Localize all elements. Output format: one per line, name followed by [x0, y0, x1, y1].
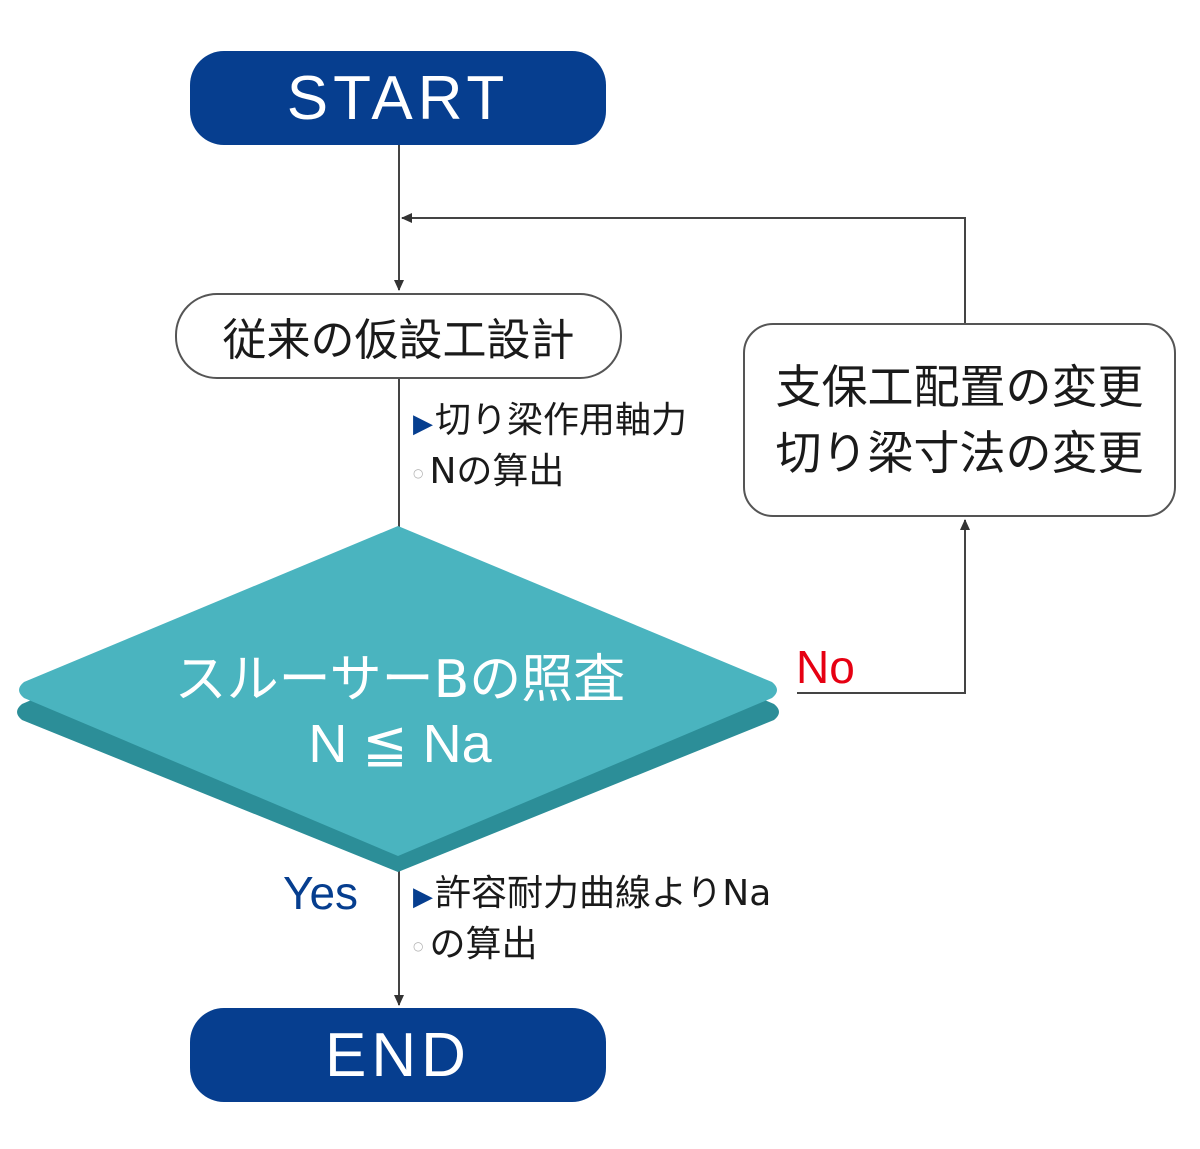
change-layout-box: 支保工配置の変更 切り梁寸法の変更 [743, 323, 1176, 517]
decision-diamond [17, 526, 779, 872]
start-terminal: START [190, 51, 606, 145]
end-terminal: END [190, 1008, 606, 1102]
end-label: END [325, 1020, 471, 1090]
axial-force-note: ▶切り梁作用軸力 ○ Nの算出 [413, 397, 687, 497]
change-line2: 切り梁寸法の変更 [775, 426, 1144, 480]
allowable-capacity-note: ▶許容耐力曲線よりNa ○ の算出 [413, 870, 771, 970]
design-label: 従来の仮設工設計 [222, 315, 575, 366]
allow-note-line1: 許容耐力曲線よりNa [435, 873, 772, 914]
triangle-marker-icon: ▶ [413, 409, 433, 439]
bullet-dot-icon: ○ [413, 466, 424, 480]
no-branch-label: No [796, 641, 855, 693]
axial-note-line2: Nの算出 [429, 451, 565, 492]
yes-branch-label: Yes [283, 867, 359, 919]
allow-note-line2: の算出 [429, 924, 538, 965]
triangle-marker-icon: ▶ [413, 882, 433, 912]
axial-note-line1: 切り梁作用軸力 [435, 400, 688, 441]
start-label: START [286, 63, 510, 133]
conventional-design-box: 従来の仮設工設計 [175, 293, 622, 379]
connector-no-branch [797, 519, 970, 694]
decision-title: スルーサーBの照査 [174, 650, 626, 710]
bullet-dot-icon: ○ [413, 939, 424, 953]
change-line1: 支保工配置の変更 [775, 360, 1144, 414]
connector-loop-back [401, 213, 966, 323]
decision-condition: N ≦ Na [308, 714, 492, 774]
